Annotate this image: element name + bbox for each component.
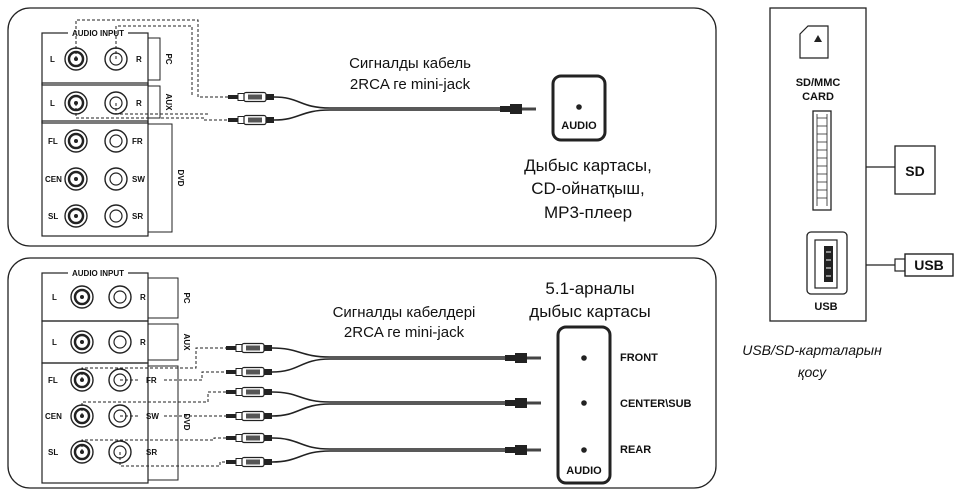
top-jack-sw [104,167,128,191]
top-device-desc-2: CD-ойнатқыш, [531,179,644,198]
side-caption-1: USB/SD-карталарын [742,342,882,358]
bottom-cable-caption-1: Сигналды кабелдері [333,304,476,321]
top-jack-label-sw: SW [132,175,145,184]
bottom-panel: AUDIO INPUT PC AUX DVD L R L R FL FR CEN… [7,257,717,489]
sd-mmc-label-2: CARD [802,91,834,103]
bottom-jack-label-r2: R [140,338,146,347]
bottom-jack-pc-l [69,284,95,310]
top-aux-group-box [41,82,149,124]
usb-port-label: USB [814,301,837,313]
top-jack-label-l2: L [50,99,55,108]
bottom-dashed-wires [81,347,226,467]
bottom-jack-label-fr: FR [146,376,157,385]
usb-plug-label: USB [914,257,944,273]
bottom-dvd-group-box [41,362,149,484]
top-cable-caption-2: 2RCA ге mini-jack [350,76,471,93]
bottom-panel-frame [7,257,717,489]
bottom-jack-label-sl: SL [48,448,58,457]
bottom-pc-label: PC [182,292,191,303]
output-center-label: CENTER\SUB [620,398,692,410]
top-jack-fl [63,128,89,154]
top-jack-label-l1: L [50,55,55,64]
bottom-cable-caption-2: 2RCA ге mini-jack [344,324,465,341]
top-cable-caption-1: Сигналды кабель [349,55,471,72]
top-device-desc-1: Дыбыс картасы, [524,156,652,175]
bottom-jack-label-l2: L [52,338,57,347]
top-panel-frame [7,7,717,247]
side-caption-2: қосу [798,364,827,380]
bottom-jack-aux-r [108,330,132,354]
bottom-dvd-label: DVD [182,414,191,431]
top-dashed-wires [75,19,228,121]
usb-plug [904,253,954,277]
bottom-jack-label-fl: FL [48,376,58,385]
bottom-y-cables [271,347,505,463]
bottom-jack-aux-l [69,329,95,355]
bottom-soundcard-title-1: 5.1-арналы [545,279,634,298]
top-aux-label: AUX [164,94,173,112]
bottom-audio-device-label: AUDIO [566,465,602,477]
top-jack-fr [104,129,128,153]
output-front-label: FRONT [620,352,658,364]
bottom-jack-pc-r [108,285,132,309]
top-device-desc-3: МР3-плеер [544,203,632,222]
top-jack-label-r1: R [136,55,142,64]
bottom-soundcard-title-2: дыбыс картасы [529,302,650,321]
top-jack-label-sr: SR [132,212,143,221]
sd-mmc-label-1: SD/MMC [796,77,841,89]
bottom-aux-label: AUX [182,334,191,352]
top-panel: AUDIO INPUT PC AUX DVD L R L R FL FR CEN… [7,7,717,247]
bottom-jack-label-r1: R [140,293,146,302]
sd-card-label: SD [905,163,924,179]
bottom-audio-input-label: AUDIO INPUT [72,269,124,278]
top-jack-label-fl: FL [48,137,58,146]
bottom-jack-label-sr: SR [146,448,157,457]
top-jack-cen [63,166,89,192]
bottom-jack-label-l1: L [52,293,57,302]
bottom-jack-label-sw: SW [146,412,159,421]
top-jack-label-sl: SL [48,212,58,221]
top-jack-label-cen: CEN [45,175,62,184]
top-pc-label: PC [164,53,173,64]
top-jack-sr [104,204,128,228]
top-dvd-label: DVD [176,170,185,187]
sd-card [894,145,936,195]
top-jack-label-r2: R [136,99,142,108]
top-audio-device-label: AUDIO [561,120,597,132]
output-rear-label: REAR [620,444,651,456]
top-jack-sl [63,203,89,229]
sd-card-slot [812,110,832,211]
top-dvd-group-box [41,120,149,237]
side-panel: SD/MMC CARD SD USB USB USB/SD-карталарын… [742,7,954,380]
bottom-jack-label-cen: CEN [45,412,62,421]
top-jack-label-fr: FR [132,137,143,146]
top-audio-input-label: AUDIO INPUT [72,29,124,38]
